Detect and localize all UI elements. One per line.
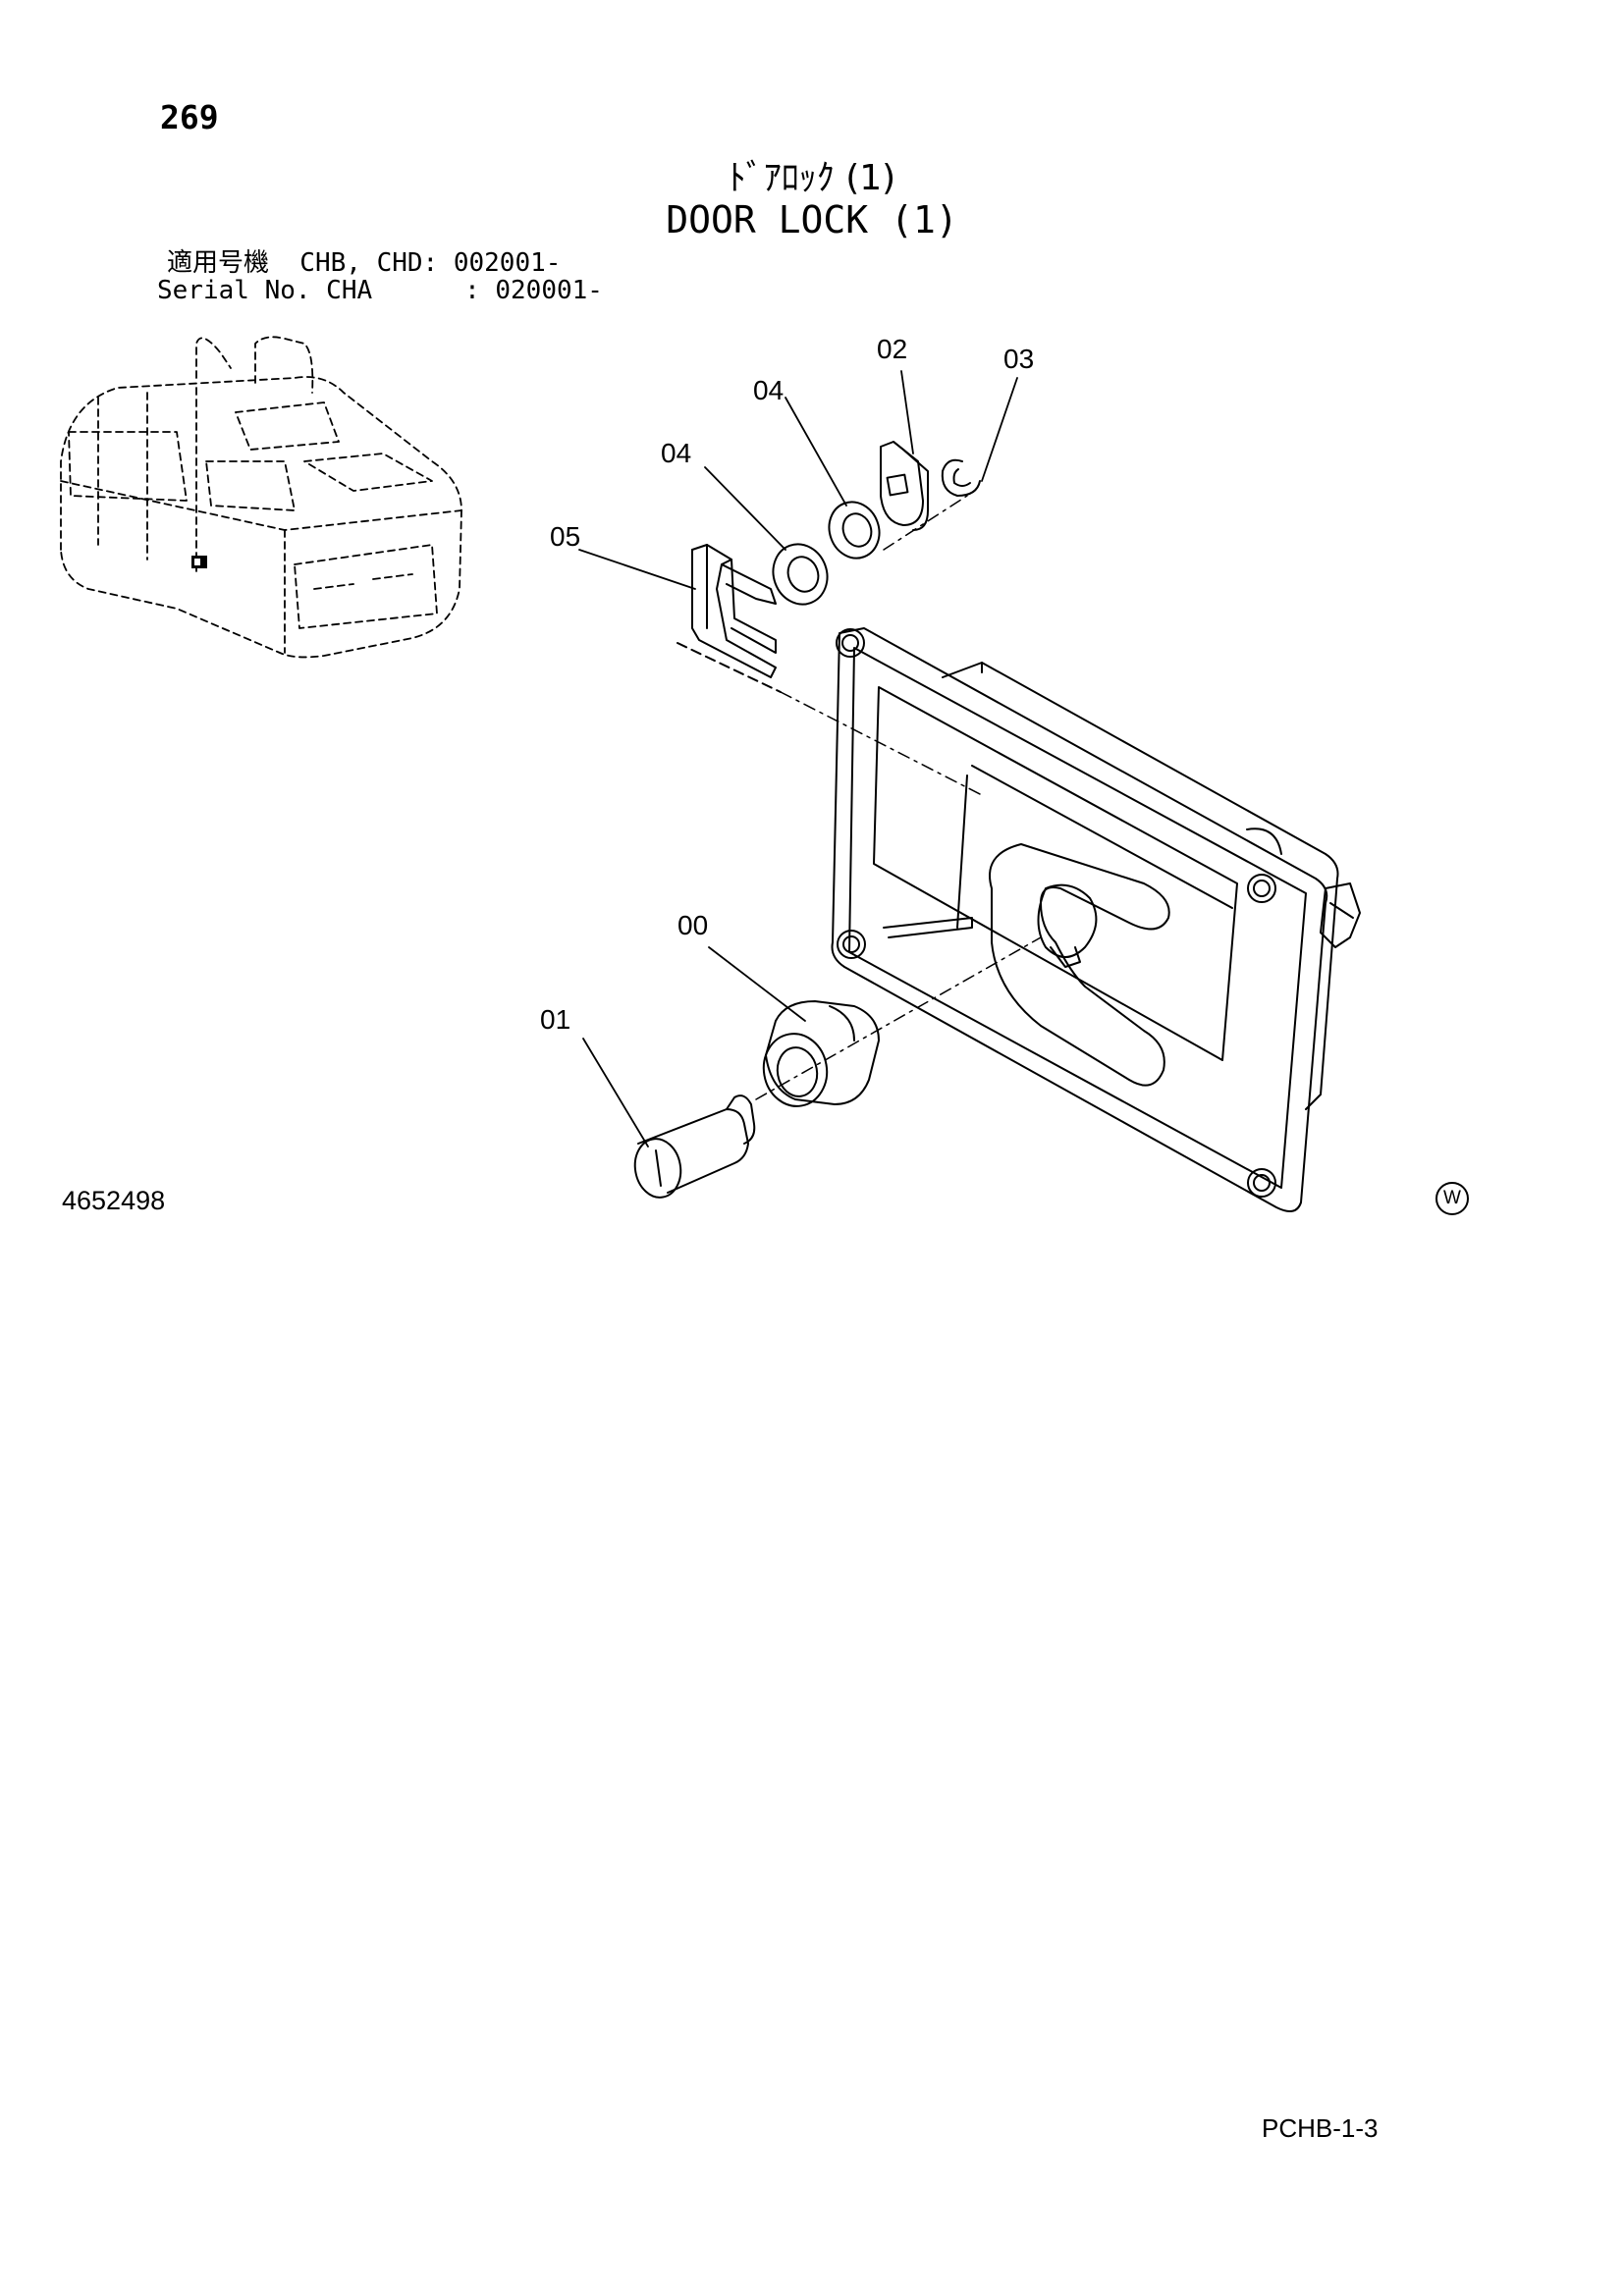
callout-leaders <box>578 370 1018 1148</box>
door-lock-body <box>831 627 1361 1212</box>
part-04-washer-b <box>828 501 881 560</box>
applicable-models: 適用号機 CHB, CHD: 002001- <box>167 248 562 278</box>
maker-mark-icon: W <box>1435 1182 1469 1215</box>
title-english: DOOR LOCK (1) <box>666 198 958 241</box>
callout-01: 01 <box>540 1004 570 1035</box>
part-02-cam-plate <box>880 441 929 531</box>
drawing-number: 4652498 <box>62 1186 166 1215</box>
part-03-snap-ring <box>941 458 981 497</box>
callout-05: 05 <box>550 521 580 552</box>
callout-00: 00 <box>677 910 708 940</box>
callout-03: 03 <box>1003 344 1034 374</box>
callout-02: 02 <box>877 334 907 364</box>
page-number: 269 <box>160 98 219 136</box>
part-05-clip <box>677 544 782 693</box>
callouts: 02 03 04 04 05 00 01 <box>540 334 1034 1035</box>
page-code: PCHB-1-3 <box>1262 2113 1379 2143</box>
callout-04-washer-a: 04 <box>661 438 691 468</box>
part-04-washer-a <box>772 543 829 606</box>
part-00-lock-cylinder <box>762 1000 880 1107</box>
title-japanese: ﾄﾞｱﾛｯｸ (1) <box>728 158 896 198</box>
part-01-key-cylinder <box>633 1095 756 1199</box>
assembly-centerlines <box>755 495 1042 1100</box>
callout-04-washer-b: 04 <box>753 375 784 405</box>
serial-number-range: Serial No. CHA : 020001- <box>157 276 603 305</box>
machine-locator-sketch <box>60 336 462 659</box>
